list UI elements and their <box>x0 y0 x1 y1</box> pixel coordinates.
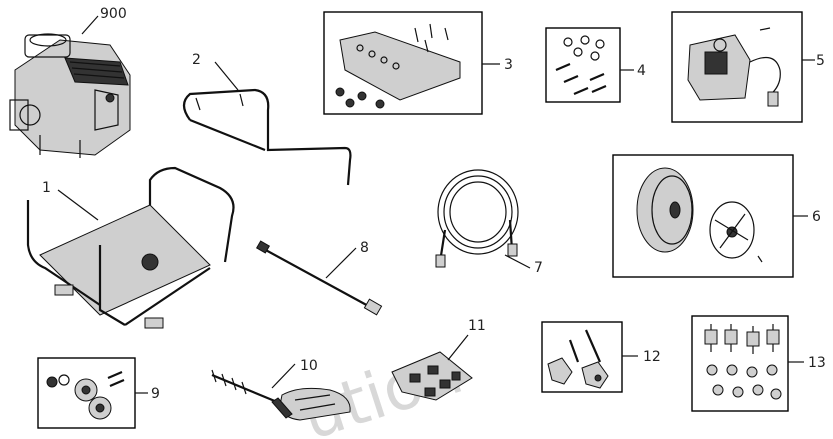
leader-900 <box>81 15 99 35</box>
callout-3: 3 <box>504 57 513 73</box>
leader-10 <box>271 363 296 389</box>
wheel-part <box>636 167 763 263</box>
wheel-kit-part <box>46 370 125 420</box>
callout-2: 2 <box>192 52 201 68</box>
callout-9: 9 <box>151 386 160 402</box>
callout-900: 900 <box>100 6 127 22</box>
callout-8: 8 <box>360 240 369 256</box>
callout-1: 1 <box>42 180 51 196</box>
callout-10: 10 <box>300 358 318 374</box>
pump-part <box>687 27 781 107</box>
part-12-box <box>541 321 623 393</box>
engine-part <box>9 33 131 158</box>
leader-7 <box>504 254 531 269</box>
leader-11 <box>447 334 469 361</box>
wand-part <box>255 240 383 316</box>
leader-1 <box>57 189 99 221</box>
leader-2 <box>214 61 239 91</box>
callout-13: 13 <box>808 355 826 371</box>
bracket-part <box>335 23 461 109</box>
leader-8 <box>325 247 357 279</box>
callout-7: 7 <box>534 260 543 276</box>
spray-gun-part <box>211 369 351 421</box>
knob-kit-part <box>547 329 609 389</box>
hose-part <box>435 169 519 268</box>
mounts-part <box>704 324 782 400</box>
handle-part <box>182 88 352 186</box>
callout-4: 4 <box>637 63 646 79</box>
nozzles-part <box>391 351 473 401</box>
fasteners-part <box>555 35 607 96</box>
callout-5: 5 <box>816 53 825 69</box>
callout-6: 6 <box>812 209 821 225</box>
callout-12: 12 <box>643 349 661 365</box>
callout-11: 11 <box>468 318 486 334</box>
frame-part <box>26 166 235 329</box>
